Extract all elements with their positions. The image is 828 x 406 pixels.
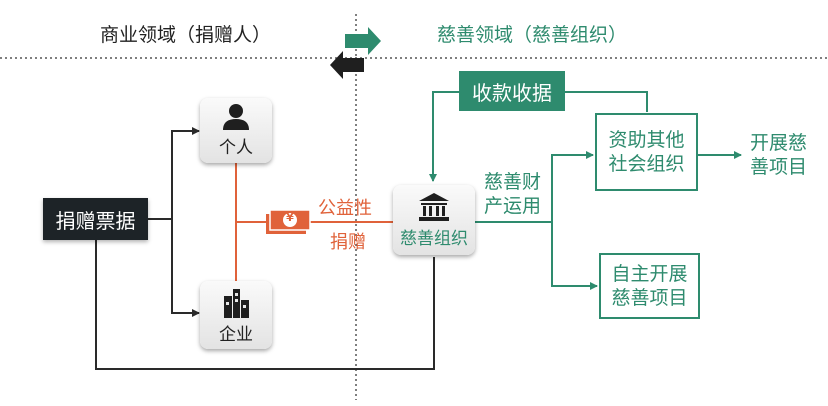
fund-other-line1: 资助其他 xyxy=(608,129,685,151)
to-fund-other-line xyxy=(551,151,594,222)
assets-use-label: 慈善财 产运用 xyxy=(484,170,541,218)
arrow-left-icon xyxy=(330,51,364,79)
donation-receipt-box: 捐赠票据 xyxy=(43,198,148,240)
enterprise-node: 企业 xyxy=(200,281,272,349)
charity-domain-header: 慈善领域（慈善组织） xyxy=(437,24,628,46)
donation-label: 捐赠 xyxy=(330,232,366,253)
public-welfare-label: 公益性 xyxy=(318,198,372,219)
donation-receipt-label: 捐赠票据 xyxy=(55,208,136,233)
carry-out-project-label: 开展慈 善项目 xyxy=(750,131,807,179)
carry-out-line1: 开展慈 xyxy=(750,132,808,154)
individual-node: 个人 xyxy=(200,98,272,163)
self-project-line1: 自主开展 xyxy=(611,263,688,285)
collection-receipt-box: 收款收据 xyxy=(459,71,565,111)
charity-org-label: 慈善组织 xyxy=(400,228,468,249)
charity-to-receipt-line xyxy=(95,240,435,370)
person-icon xyxy=(223,104,249,130)
individual-label: 个人 xyxy=(219,138,253,158)
collection-receipt-label: 收款收据 xyxy=(472,80,552,105)
assets-use-line2: 产运用 xyxy=(484,195,542,217)
receipt-to-individual-line xyxy=(148,127,200,220)
bank-icon xyxy=(419,192,449,221)
receipt-to-enterprise-line xyxy=(171,219,200,317)
enterprise-label: 企业 xyxy=(219,324,253,345)
to-self-project-line xyxy=(551,222,598,290)
self-project-line2: 慈善项目 xyxy=(611,287,688,309)
carry-out-line2: 善项目 xyxy=(750,156,808,178)
arrow-right-icon xyxy=(345,27,381,55)
money-symbol: ¥ xyxy=(286,211,294,224)
factory-icon xyxy=(224,288,249,318)
fund-other-orgs-box: 资助其他 社会组织 xyxy=(595,113,698,191)
money-icon xyxy=(266,209,311,234)
charity-org-node: 慈善组织 xyxy=(393,185,475,255)
fund-other-line2: 社会组织 xyxy=(608,153,685,175)
business-domain-header: 商业领域（捐赠人） xyxy=(100,24,272,46)
donation-flow-line xyxy=(235,163,395,281)
assets-use-line1: 慈善财 xyxy=(484,171,542,193)
self-run-project-box: 自主开展 慈善项目 xyxy=(599,253,700,319)
